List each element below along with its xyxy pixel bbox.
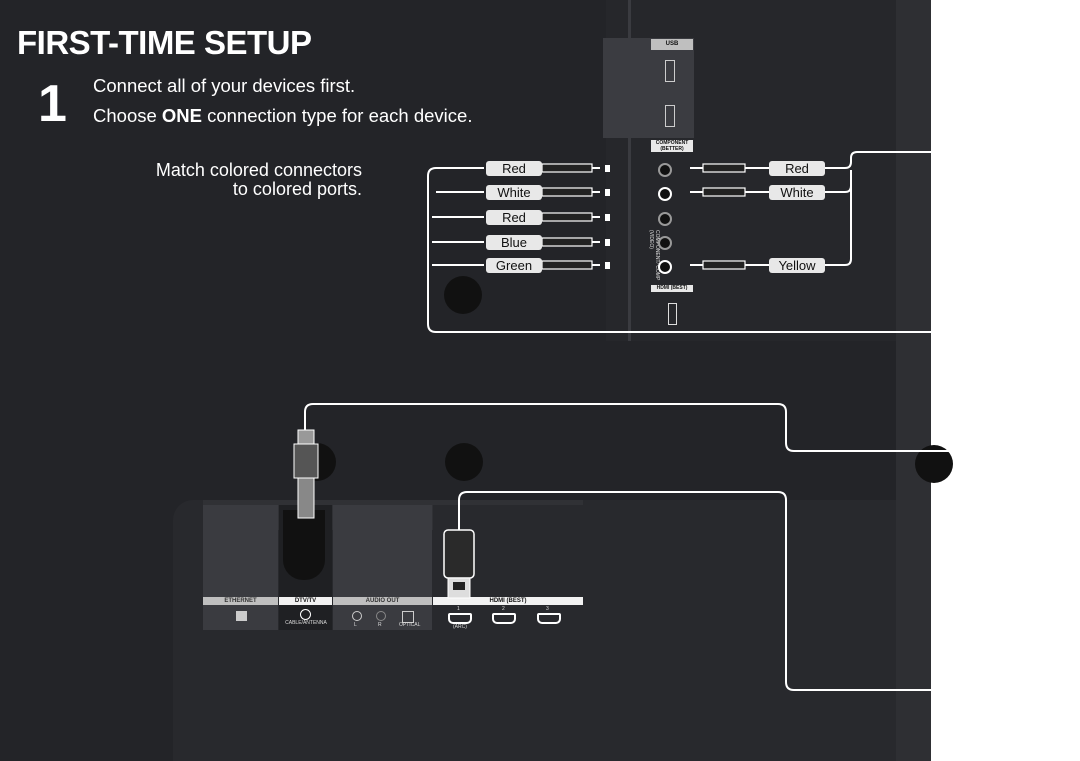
right-plug-3 — [702, 260, 746, 270]
audio-optical-text: OPTICAL — [399, 622, 421, 628]
right-bezel-strip — [896, 0, 932, 761]
audio-block — [333, 505, 432, 597]
usb-label: USB — [651, 39, 693, 50]
dtv-slot — [283, 510, 325, 580]
audio-r-text: R — [378, 622, 382, 628]
left-socket-2 — [605, 189, 610, 196]
hdmi-lower-label: HDMI (BEST) — [433, 597, 583, 605]
hdmi-port-2-num: 2 — [502, 606, 505, 612]
right-cable-label-3: Yellow — [769, 258, 825, 273]
left-plug-4 — [541, 237, 593, 247]
hdmi-port-3-num: 3 — [546, 606, 549, 612]
right-plug-2 — [702, 187, 746, 197]
left-socket-4 — [605, 239, 610, 246]
audio-label: AUDIO OUT — [333, 597, 432, 605]
left-plug-3 — [541, 212, 593, 222]
component-label: COMPONENT (BETTER) — [651, 140, 693, 152]
mount-hole-3 — [445, 443, 483, 481]
hdmi-arc-text: (ARC) — [453, 624, 467, 630]
jack-5 — [658, 260, 672, 274]
mount-hole-1 — [444, 276, 482, 314]
right-cable-label-2: White — [769, 185, 825, 200]
usb-port-1 — [665, 60, 675, 82]
left-plug-5 — [541, 260, 593, 270]
hdmi-wire — [458, 491, 1080, 691]
line2-suffix: connection type for each device. — [202, 105, 473, 126]
match-instruction-1: Match colored connectors — [155, 160, 362, 180]
right-plug-1 — [702, 163, 746, 173]
usb-box — [603, 38, 694, 138]
coax-connector — [293, 429, 319, 519]
left-cable-label-1: Red — [486, 161, 542, 176]
audio-l-port — [352, 611, 362, 621]
upper-panel-edge — [628, 0, 631, 341]
instruction-line-1: Connect all of your devices first. — [93, 75, 356, 96]
ethernet-block — [203, 505, 278, 597]
usb-port-2 — [665, 105, 675, 127]
left-socket-1 — [605, 165, 610, 172]
line2-bold: ONE — [161, 105, 202, 126]
left-cable-label-5: Green — [486, 258, 542, 273]
right-bundle-wire — [825, 151, 1080, 169]
right-white-panel — [931, 0, 1080, 761]
right-wire-3 — [825, 170, 852, 266]
left-cable-label-3: Red — [486, 210, 542, 225]
left-cable-label-2: White — [486, 185, 542, 200]
coax-wire — [304, 403, 1080, 452]
right-wire-2 — [825, 185, 852, 193]
left-plug-1 — [541, 163, 593, 173]
right-cable-label-1: Red — [769, 161, 825, 176]
ethernet-label: ETHERNET — [203, 597, 278, 605]
hdmi-port-2 — [492, 613, 516, 624]
hdmi-port-1-num: 1 — [457, 606, 460, 612]
line2-prefix: Choose — [93, 105, 162, 126]
optical-port — [402, 611, 414, 623]
jack-2 — [658, 187, 672, 201]
left-socket-5 — [605, 262, 610, 269]
jack-3 — [658, 212, 672, 226]
hdmi-upper-port — [668, 303, 677, 325]
left-socket-3 — [605, 214, 610, 221]
left-bundle-wire — [427, 167, 1080, 333]
ethernet-port — [236, 611, 247, 621]
left-cable-label-4: Blue — [486, 235, 542, 250]
match-instruction-2: to colored ports. — [232, 179, 362, 199]
jack-4 — [658, 236, 672, 250]
jack-1 — [658, 163, 672, 177]
dtv-label: DTV/TV — [279, 597, 332, 605]
step-number: 1 — [38, 75, 67, 133]
audio-l-text: L — [354, 622, 357, 628]
page-title: FIRST-TIME SETUP — [17, 24, 312, 61]
audio-r-port — [376, 611, 386, 621]
dtv-sub-label: CABLE/ANTENNA — [285, 620, 327, 626]
dtv-port — [300, 609, 311, 620]
instruction-line-2: Choose ONE connection type for each devi… — [93, 105, 472, 127]
hdmi-connector — [443, 529, 475, 599]
left-plug-2 — [541, 187, 593, 197]
hdmi-port-1 — [448, 613, 472, 624]
hdmi-upper-label: HDMI (BEST) — [651, 285, 693, 292]
hdmi-port-3 — [537, 613, 561, 624]
